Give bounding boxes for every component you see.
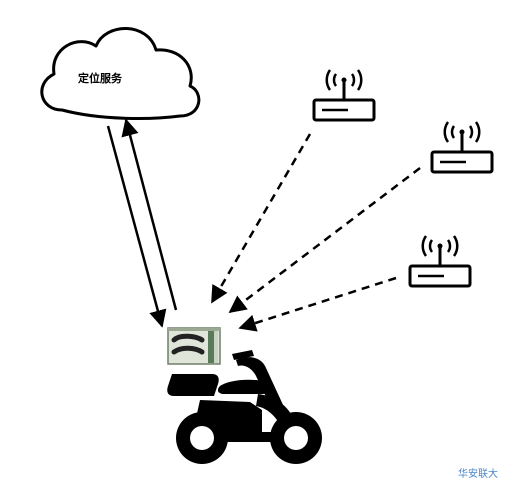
watermark: 华安联大 <box>458 469 498 480</box>
electric-scooter-icon <box>167 350 322 464</box>
wifi-router-icon <box>312 69 376 122</box>
signal-arrow-router-3 <box>238 276 397 332</box>
cloud-label: 定位服务 <box>78 72 122 85</box>
wifi-router-icon <box>430 121 494 174</box>
downlink-arrow <box>121 118 178 311</box>
wifi-router-icon <box>408 235 472 288</box>
signal-arrow-router-2 <box>228 167 421 314</box>
uplink-arrow <box>106 125 167 328</box>
cloud-icon <box>40 27 201 120</box>
signal-arrow-router-1 <box>210 133 312 304</box>
positioning-module-icon <box>167 327 221 365</box>
